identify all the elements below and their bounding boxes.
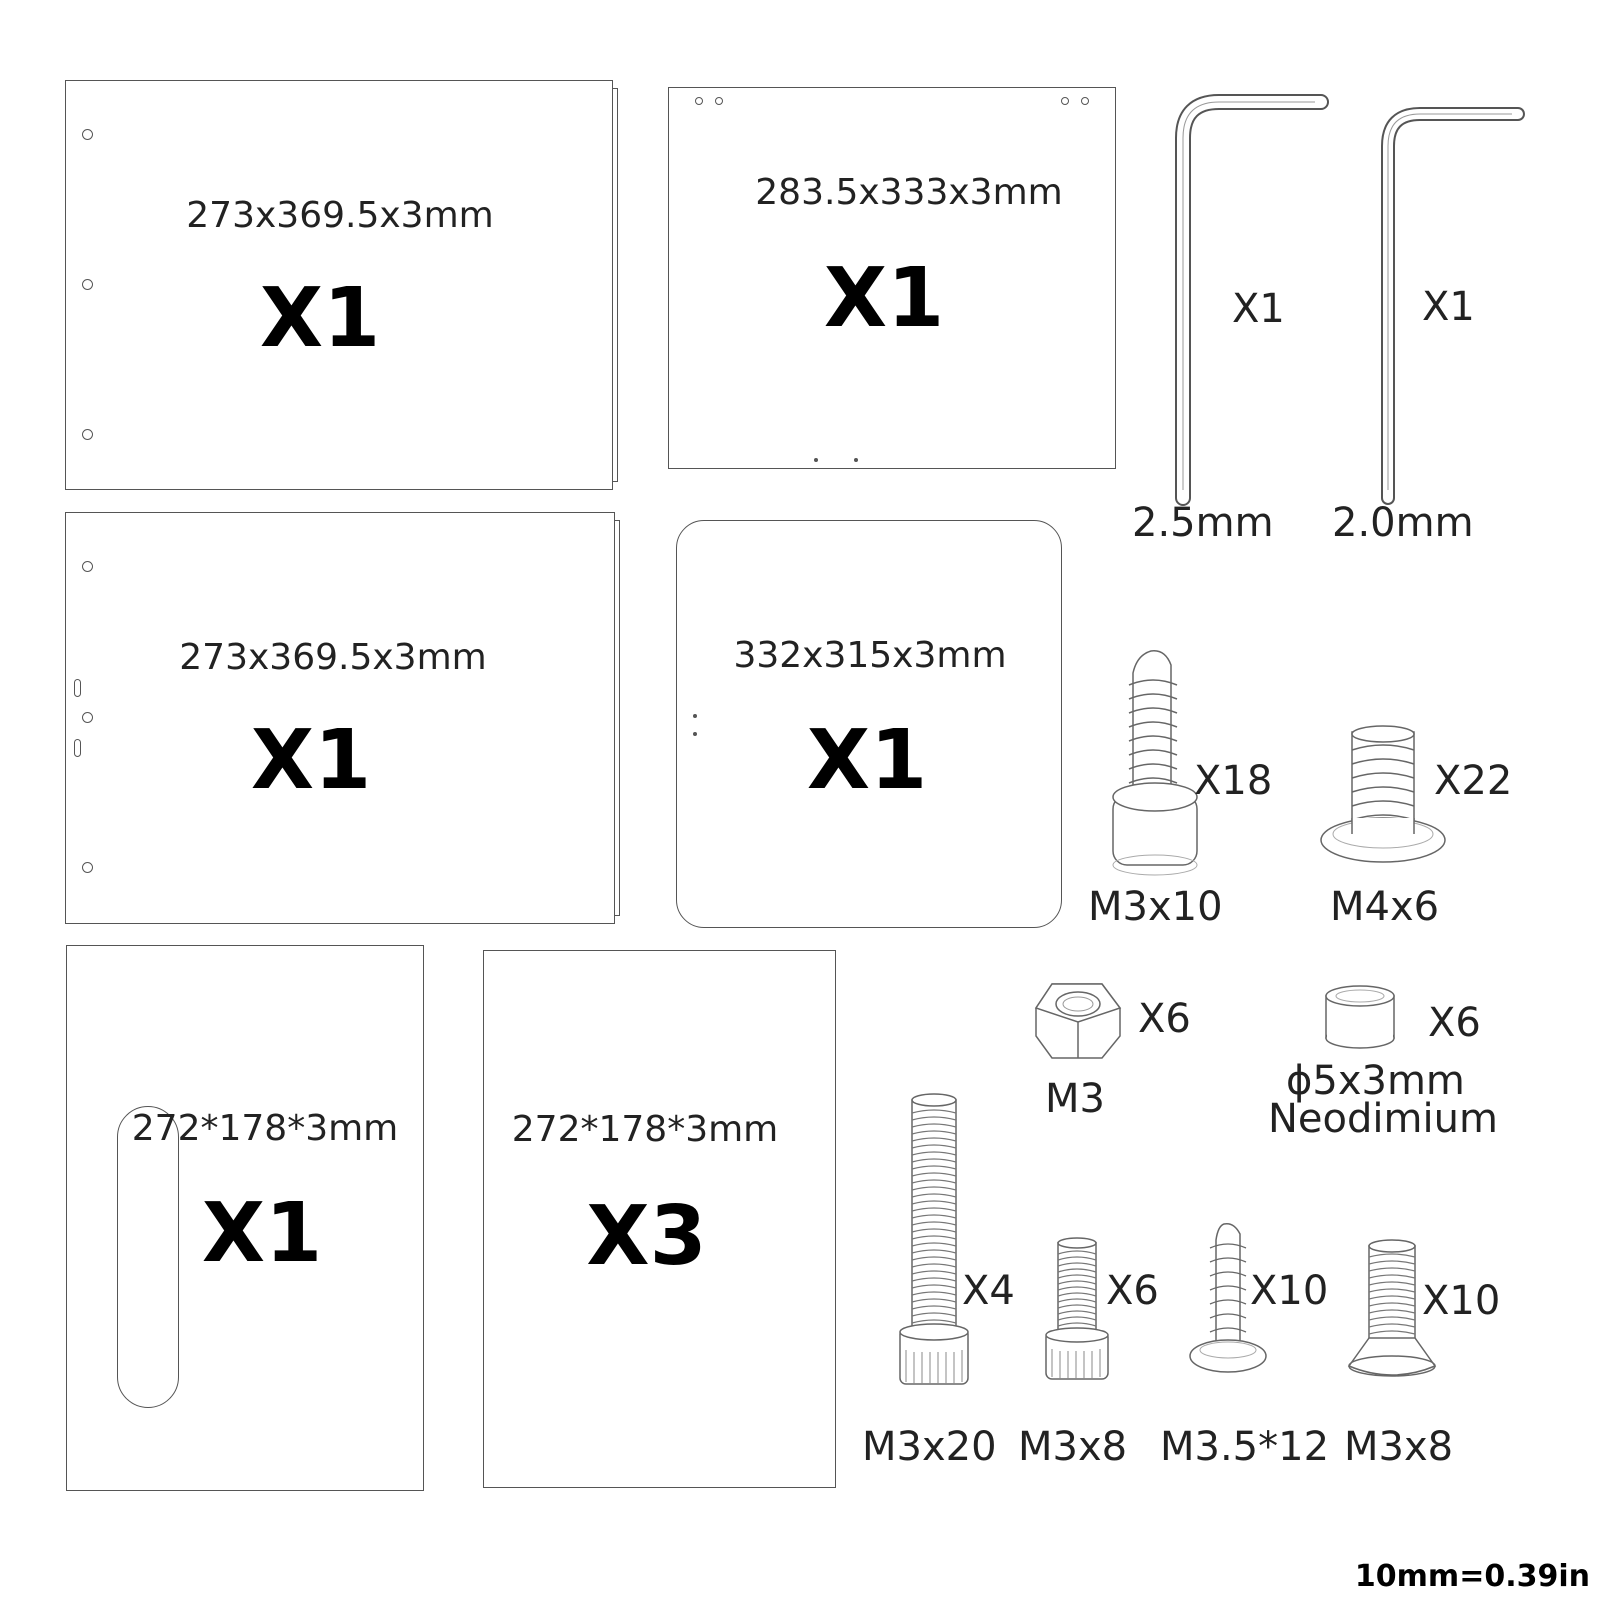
self-tapping-screw-socket-head-icon [1112,650,1198,876]
panel-dot [693,732,697,736]
panel-dimension: 272*178*3mm [511,1109,779,1150]
panel-dot [854,458,858,462]
panel-long-slot [117,1106,179,1408]
panel-dot [814,458,818,462]
panel-dimension: 332x315x3mm [733,635,1007,676]
panel-dot [693,714,697,718]
panel-quantity: X1 [823,251,945,346]
hardware-name: M3x8 [1344,1424,1454,1470]
panel-slot [74,679,81,697]
panel-hole [82,862,93,873]
hardware-name: M3x10 [1088,884,1223,930]
panel-quantity: X1 [806,713,928,808]
panel-hole [695,97,703,105]
panel-5: 272*178*3mm X1 [66,945,424,1491]
panel-dimension: 272*178*3mm [131,1108,399,1149]
panel-hole [82,712,93,723]
panel-dimension: 273x369.5x3mm [186,195,494,236]
panel-dimension: 273x369.5x3mm [179,637,487,678]
panel-hole [82,129,93,140]
magnet-icon [1325,985,1395,1049]
panel-1: 273x369.5x3mm X1 [65,80,613,490]
panel-6: 272*178*3mm X3 [483,950,836,1488]
pan-head-tapping-screw-icon [1189,1222,1267,1373]
hex-key-icon [1175,94,1329,506]
hardware-quantity: X6 [1138,996,1191,1042]
panel-quantity: X1 [259,271,381,366]
hardware-name-line2: Neodimium [1268,1096,1498,1142]
hardware-name: ϕ5x3mm [1286,1058,1465,1104]
washer-head-screw-icon [1320,725,1446,863]
panel-quantity: X3 [586,1189,707,1284]
panel-hole [82,429,93,440]
hardware-quantity: X22 [1434,758,1513,804]
panel-2: 283.5x333x3mm X1 [668,87,1116,469]
scale-note: 10mm=0.39in [1354,1559,1590,1594]
panel-edge-tab [614,520,620,916]
panel-hole [82,561,93,572]
socket-head-bolt-icon [899,1093,969,1385]
panel-dimension: 283.5x333x3mm [755,172,1063,213]
socket-head-bolt-short-icon [1045,1237,1109,1380]
hardware-quantity: X18 [1194,758,1273,804]
hex-nut-icon [1034,983,1122,1059]
hardware-quantity: X4 [962,1268,1015,1314]
hex-key-size: 2.5mm [1132,500,1274,546]
hardware-name: M3 [1045,1076,1105,1122]
hex-key-icon [1381,107,1525,505]
panel-hole [715,97,723,105]
panel-edge-tab [612,88,618,482]
hardware-name: M3x8 [1018,1424,1128,1470]
hardware-quantity: X6 [1106,1268,1159,1314]
hardware-name: M3.5*12 [1160,1424,1330,1470]
hardware-name: M3x20 [862,1424,997,1470]
panel-3: 273x369.5x3mm X1 [65,512,615,924]
countersunk-screw-icon [1347,1239,1437,1377]
hardware-quantity: X10 [1250,1268,1329,1314]
panel-slot [74,739,81,757]
panel-4: 332x315x3mm X1 [676,520,1062,928]
hex-key-size: 2.0mm [1332,500,1474,546]
panel-hole [1081,97,1089,105]
hardware-quantity: X10 [1422,1278,1501,1324]
hardware-name: M4x6 [1330,884,1440,930]
panel-hole [1061,97,1069,105]
hex-key-quantity: X1 [1232,286,1285,332]
hex-key-quantity: X1 [1422,284,1475,330]
hardware-quantity: X6 [1428,1000,1481,1046]
panel-quantity: X1 [201,1186,323,1281]
panel-hole [82,279,93,290]
panel-quantity: X1 [250,713,372,808]
